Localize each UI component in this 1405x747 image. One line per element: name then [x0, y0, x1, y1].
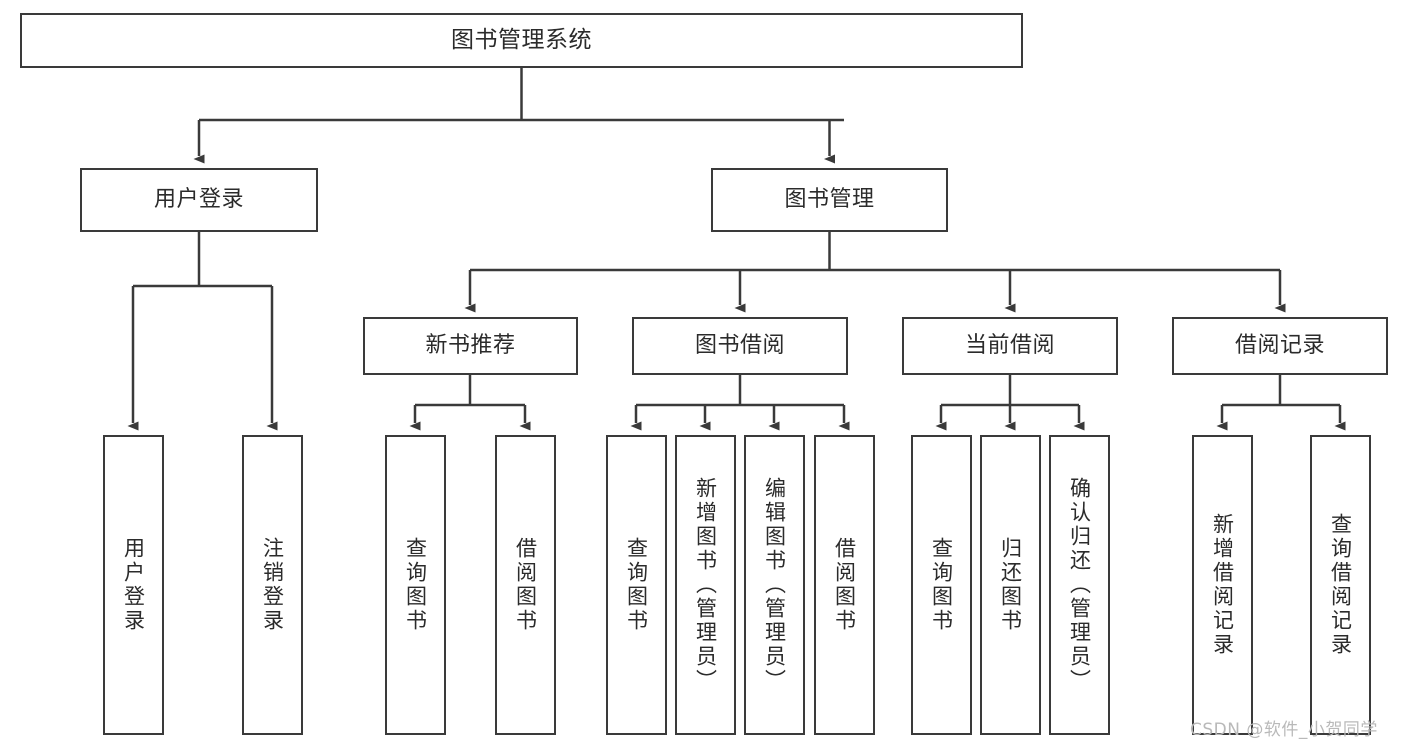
- node-label: 新书推荐: [425, 332, 516, 358]
- leaf-return-book[interactable]: 归还图书: [980, 435, 1041, 735]
- leaf-query-book-2[interactable]: 查询图书: [606, 435, 667, 735]
- node-label: 查询图书: [403, 537, 428, 633]
- node-label: 归还图书: [998, 537, 1023, 633]
- leaf-confirm-return-admin[interactable]: 确认归还（管理员）: [1049, 435, 1110, 735]
- node-book-borrowing[interactable]: 图书借阅: [632, 317, 848, 375]
- node-label: 注销登录: [260, 537, 285, 633]
- node-new-book-recommendation[interactable]: 新书推荐: [363, 317, 578, 375]
- node-label: 确认归还（管理员）: [1067, 477, 1092, 693]
- csdn-watermark: CSDN @软件_小贺同学: [1190, 720, 1378, 740]
- leaf-logout[interactable]: 注销登录: [242, 435, 303, 735]
- node-label: 图书管理: [784, 186, 875, 212]
- node-label: 编辑图书（管理员）: [762, 477, 787, 693]
- leaf-borrow-book-2[interactable]: 借阅图书: [814, 435, 875, 735]
- leaf-query-book-1[interactable]: 查询图书: [385, 435, 446, 735]
- node-label: 图书管理系统: [451, 26, 592, 53]
- node-label: 图书借阅: [694, 332, 785, 358]
- node-label: 借阅记录: [1234, 332, 1325, 358]
- node-book-management[interactable]: 图书管理: [711, 168, 948, 232]
- node-label: 查询图书: [929, 537, 954, 633]
- node-user-login[interactable]: 用户登录: [80, 168, 318, 232]
- node-label: 用户登录: [121, 537, 146, 633]
- leaf-query-borrow-record[interactable]: 查询借阅记录: [1310, 435, 1371, 735]
- leaf-borrow-book-1[interactable]: 借阅图书: [495, 435, 556, 735]
- node-label: 新增借阅记录: [1210, 513, 1235, 657]
- node-borrow-records[interactable]: 借阅记录: [1172, 317, 1388, 375]
- leaf-add-book-admin[interactable]: 新增图书（管理员）: [675, 435, 736, 735]
- node-current-borrowing[interactable]: 当前借阅: [902, 317, 1118, 375]
- node-label: 借阅图书: [832, 537, 857, 633]
- leaf-edit-book-admin[interactable]: 编辑图书（管理员）: [744, 435, 805, 735]
- leaf-add-borrow-record[interactable]: 新增借阅记录: [1192, 435, 1253, 735]
- node-label: 查询图书: [624, 537, 649, 633]
- node-label: 新增图书（管理员）: [693, 477, 718, 693]
- node-label: 借阅图书: [513, 537, 538, 633]
- node-label: 当前借阅: [964, 332, 1055, 358]
- leaf-query-book-3[interactable]: 查询图书: [911, 435, 972, 735]
- node-root-book-management-system[interactable]: 图书管理系统: [20, 13, 1023, 68]
- node-label: 用户登录: [153, 186, 244, 212]
- leaf-user-login[interactable]: 用户登录: [103, 435, 164, 735]
- node-label: 查询借阅记录: [1328, 513, 1353, 657]
